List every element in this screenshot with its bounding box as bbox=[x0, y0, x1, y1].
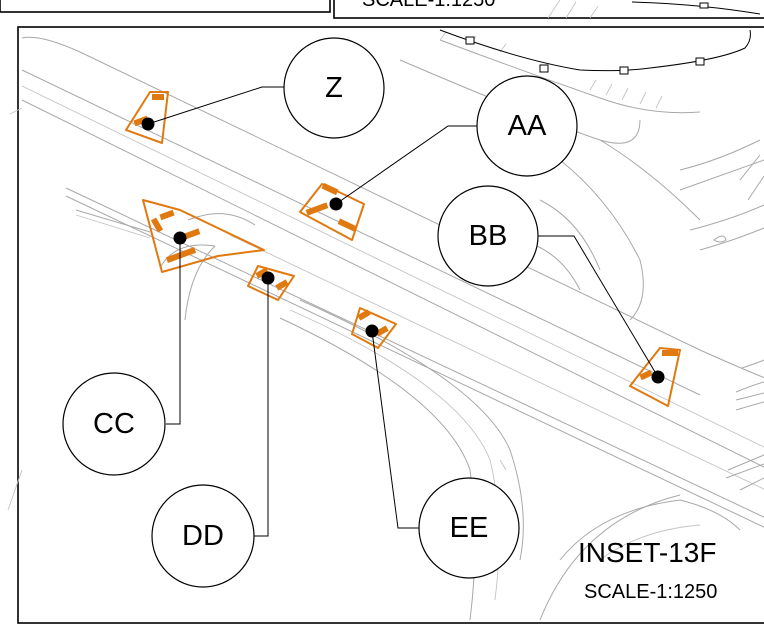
leader-dd bbox=[254, 278, 269, 537]
dot-cc bbox=[173, 231, 187, 245]
sign-symbols bbox=[125, 91, 681, 407]
sign-cc bbox=[142, 199, 265, 273]
leader-bb bbox=[538, 235, 659, 378]
inset-title: INSET-13F bbox=[578, 537, 716, 568]
callout-bubble-z[interactable]: Z bbox=[283, 37, 385, 139]
fence-line bbox=[439, 29, 751, 75]
top-inset-fragment: SCALE-1:1250 bbox=[0, 0, 764, 19]
callout-dots bbox=[141, 117, 665, 384]
callout-label-cc: CC bbox=[93, 408, 135, 440]
callout-label-z: Z bbox=[325, 72, 343, 104]
callout-label-bb: BB bbox=[469, 220, 508, 252]
top-scale-label: SCALE-1:1250 bbox=[362, 0, 495, 11]
dot-bb bbox=[651, 370, 665, 384]
sign-bb bbox=[629, 347, 681, 407]
sign-aa bbox=[299, 182, 365, 241]
callout-label-aa: AA bbox=[508, 110, 547, 142]
callout-bubble-cc[interactable]: CC bbox=[62, 372, 166, 476]
dot-z bbox=[141, 117, 155, 131]
sign-dd bbox=[247, 265, 295, 301]
callout-bubble-ee[interactable]: EE bbox=[418, 477, 520, 579]
inset-scale: SCALE-1:1250 bbox=[584, 581, 717, 603]
sign-ee bbox=[351, 307, 397, 349]
inset-frame bbox=[17, 26, 764, 624]
callout-label-dd: DD bbox=[182, 520, 224, 552]
callout-bubble-bb[interactable]: BB bbox=[437, 185, 539, 287]
leader-z bbox=[147, 86, 286, 125]
inset-title-block: INSET-13F SCALE-1:1250 bbox=[578, 537, 717, 603]
callout-label-ee: EE bbox=[450, 512, 489, 544]
callout-bubble-dd[interactable]: DD bbox=[151, 484, 255, 588]
leader-ee bbox=[371, 330, 420, 529]
dot-aa bbox=[329, 197, 343, 211]
leader-lines bbox=[147, 86, 659, 537]
dot-dd bbox=[261, 271, 275, 285]
leader-cc bbox=[166, 238, 181, 425]
leader-aa bbox=[335, 125, 478, 205]
sign-z bbox=[125, 91, 169, 144]
dot-ee bbox=[365, 324, 379, 338]
callout-bubble-aa[interactable]: AA bbox=[476, 75, 578, 177]
